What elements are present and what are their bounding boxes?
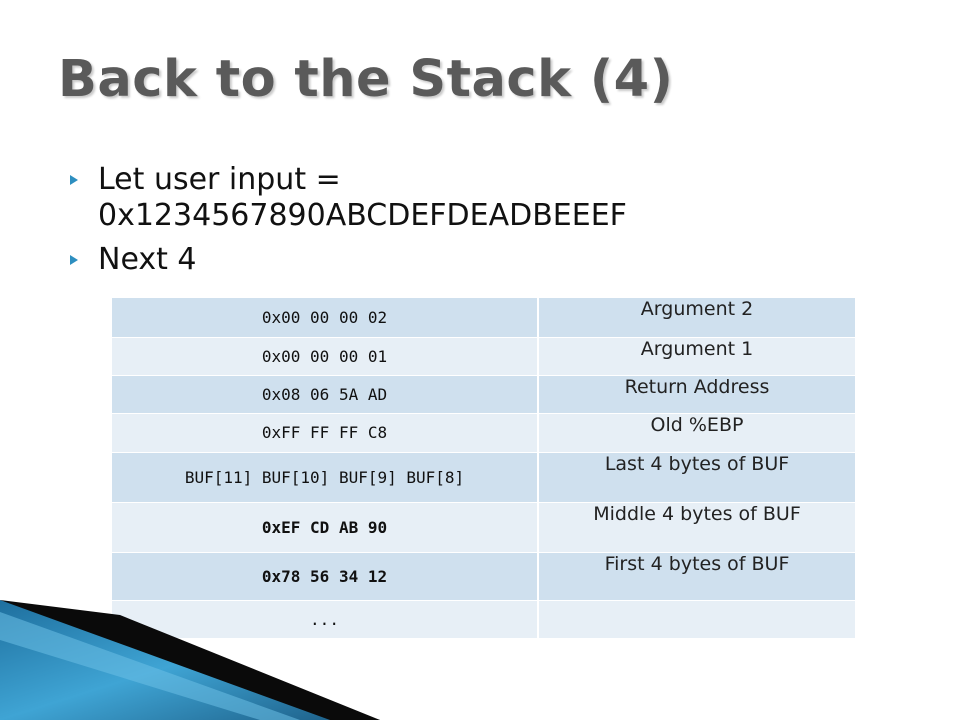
stack-value-cell: BUF[11] BUF[10] BUF[9] BUF[8] <box>112 452 539 503</box>
stack-label-cell: Middle 4 bytes of BUF <box>538 502 857 553</box>
bullet-text: Let user input = 0x1234567890ABCDEFDEADB… <box>98 162 627 233</box>
table-row: 0x78 56 34 12 First 4 bytes of BUF <box>112 552 857 601</box>
stack-label-cell: Return Address <box>538 375 857 414</box>
bullet-list: Let user input = 0x1234567890ABCDEFDEADB… <box>70 162 930 286</box>
slide-title: Back to the Stack (4) <box>58 50 674 109</box>
decorative-swoosh <box>0 600 380 720</box>
stack-label-cell: Old %EBP <box>538 413 857 453</box>
bullet-item: Next 4 <box>70 242 930 278</box>
bullet-arrow-icon <box>70 255 78 265</box>
stack-value-cell: 0xFF FF FF C8 <box>112 413 539 453</box>
stack-value-cell: 0x00 00 00 02 <box>112 298 539 338</box>
stack-label-cell: Argument 2 <box>538 298 857 338</box>
bullet-arrow-icon <box>70 175 78 185</box>
stack-value-cell: 0x78 56 34 12 <box>112 552 539 601</box>
bullet-text: Next 4 <box>98 242 197 277</box>
table-row: ... <box>112 600 857 639</box>
stack-value-cell: 0x08 06 5A AD <box>112 375 539 414</box>
table-row: 0xFF FF FF C8 Old %EBP <box>112 413 857 453</box>
table-row: 0x08 06 5A AD Return Address <box>112 375 857 414</box>
table-row: BUF[11] BUF[10] BUF[9] BUF[8] Last 4 byt… <box>112 452 857 503</box>
stack-label-cell <box>538 600 857 639</box>
bullet-item: Let user input = 0x1234567890ABCDEFDEADB… <box>70 162 930 234</box>
table-row: 0x00 00 00 01 Argument 1 <box>112 337 857 376</box>
stack-label-cell: Argument 1 <box>538 337 857 376</box>
stack-value-cell: 0xEF CD AB 90 <box>112 502 539 553</box>
stack-value-cell: ... <box>112 600 539 639</box>
stack-label-cell: Last 4 bytes of BUF <box>538 452 857 503</box>
stack-value-cell: 0x00 00 00 01 <box>112 337 539 376</box>
stack-label-cell: First 4 bytes of BUF <box>538 552 857 601</box>
table-row: 0xEF CD AB 90 Middle 4 bytes of BUF <box>112 502 857 553</box>
stack-table: 0x00 00 00 02 Argument 2 0x00 00 00 01 A… <box>112 298 857 639</box>
table-row: 0x00 00 00 02 Argument 2 <box>112 298 857 338</box>
